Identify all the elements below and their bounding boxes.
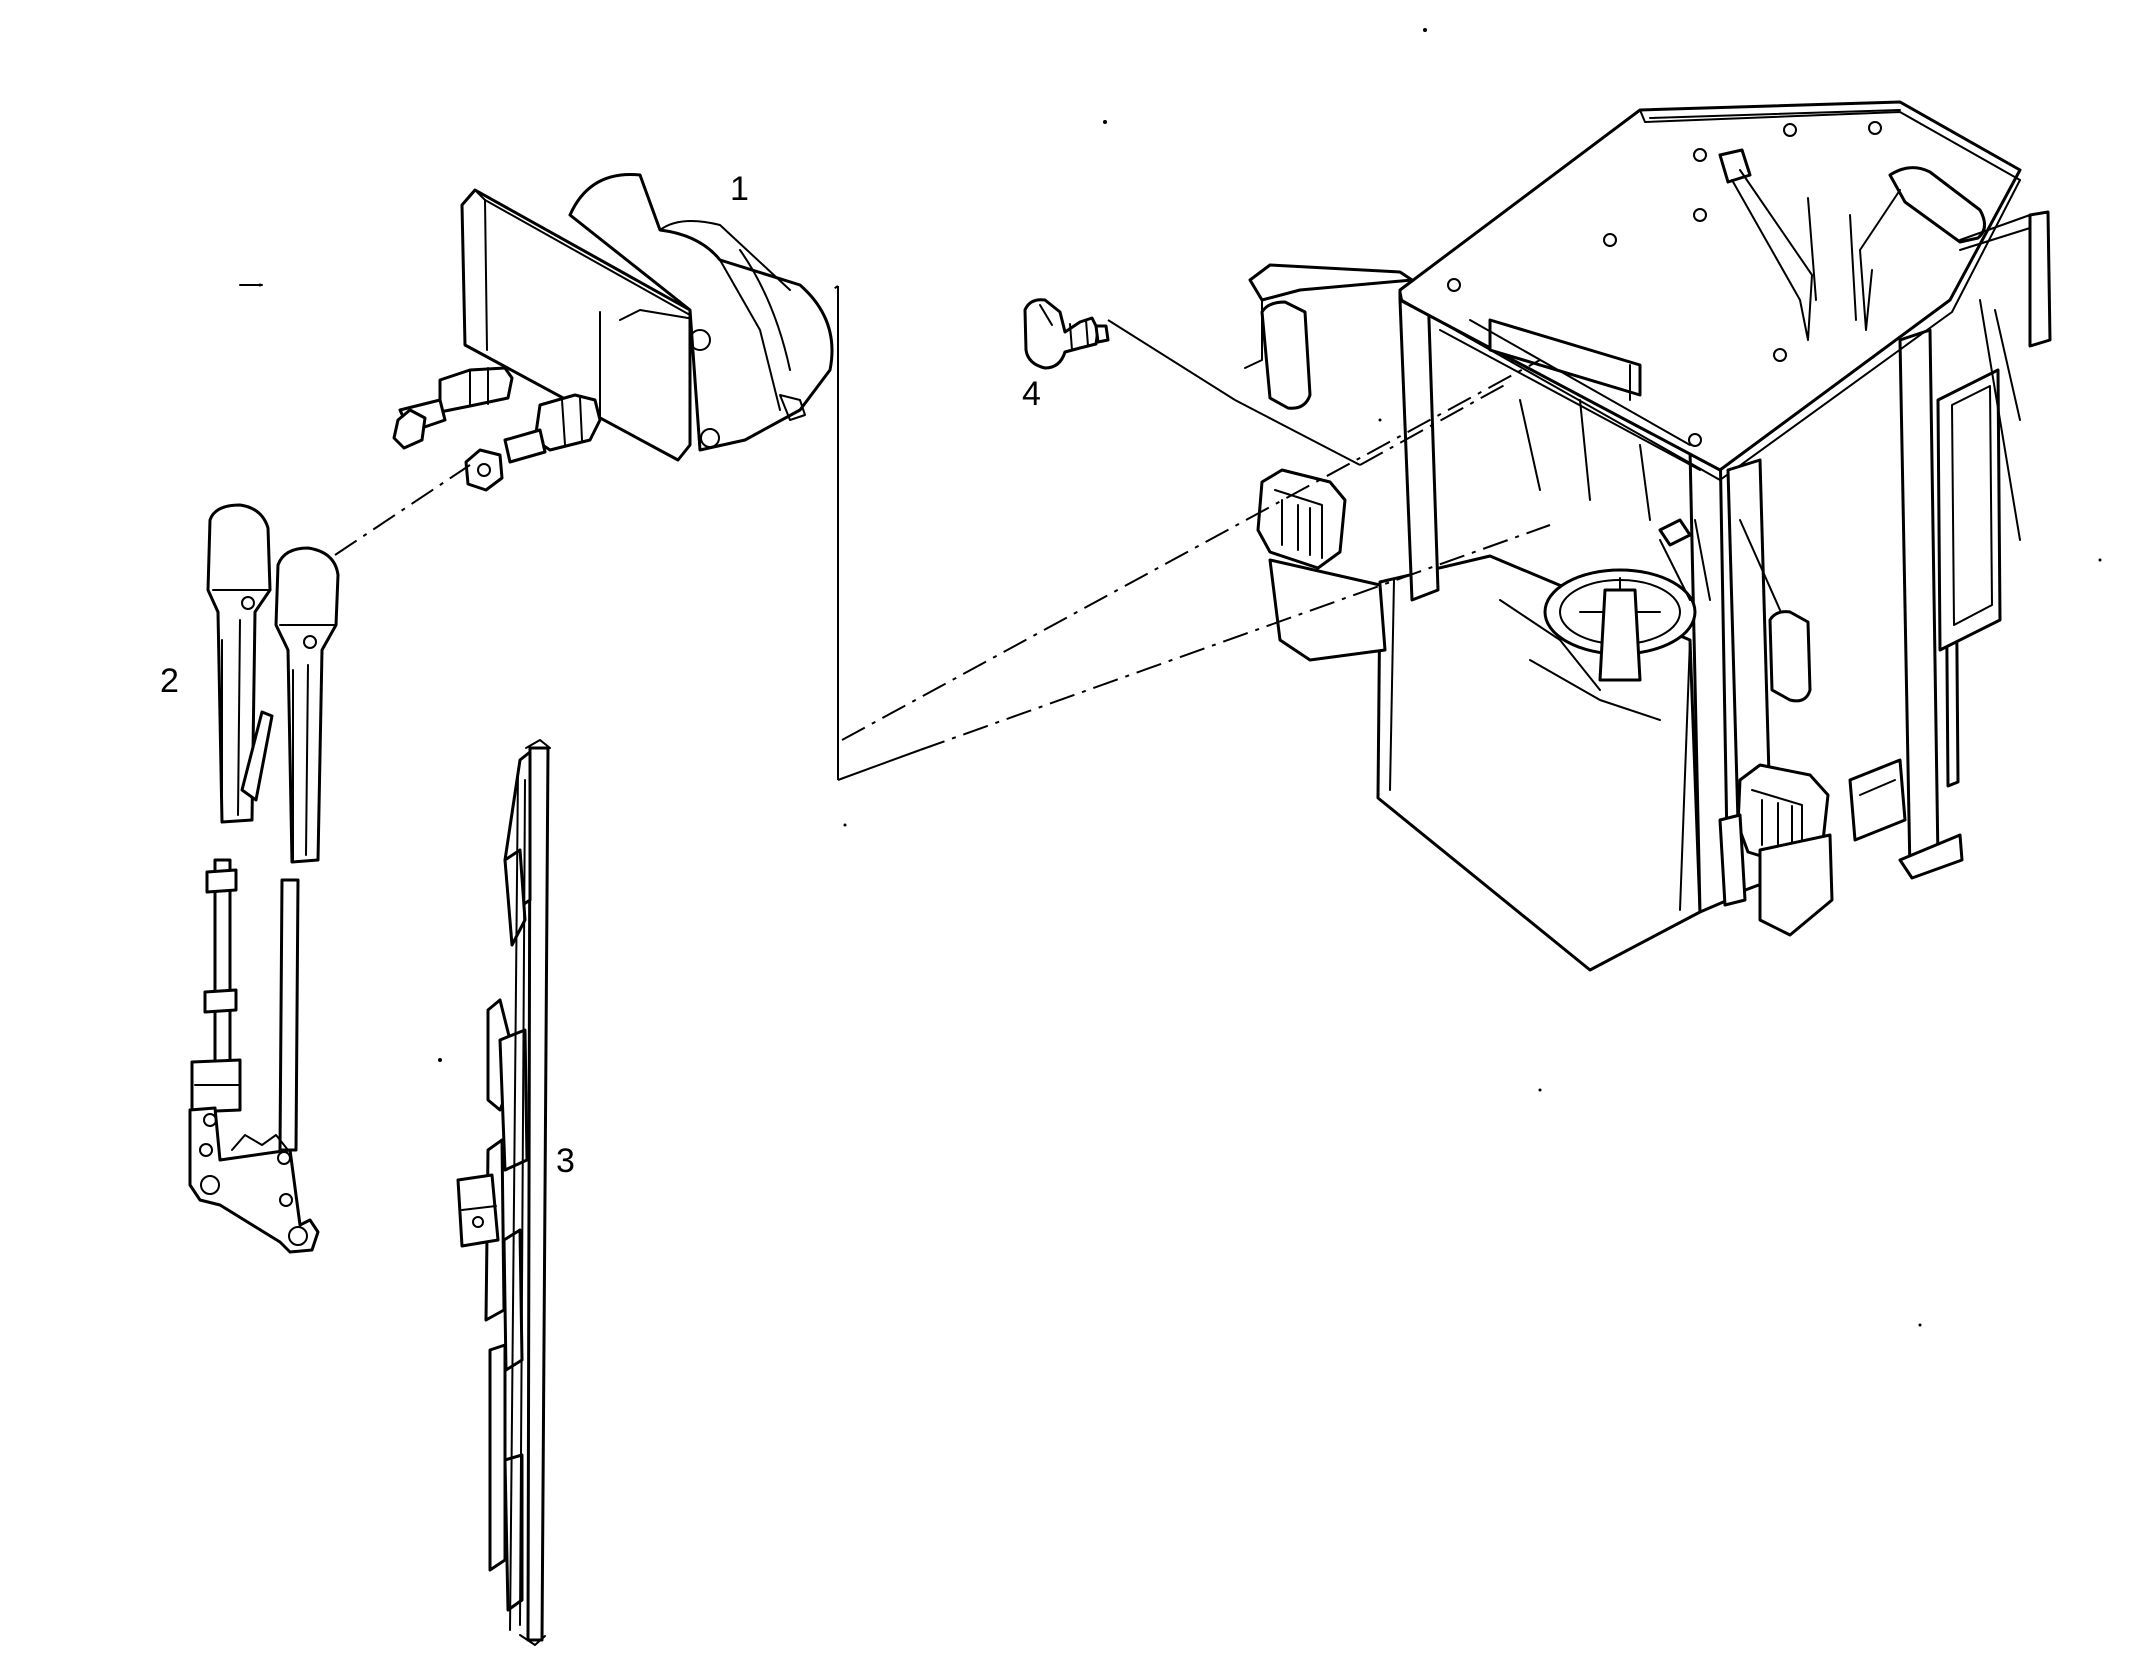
callout-labels: 1 2 3 4 (160, 170, 1041, 1180)
callout-3: 3 (556, 1142, 575, 1180)
scan-specks (239, 28, 2102, 1327)
wiper-motor-part-1 (392, 173, 834, 492)
callout-2: 2 (160, 662, 179, 700)
callout-1: 1 (730, 170, 749, 208)
operator-cab-assembly (1244, 100, 2052, 972)
callout-4: 4 (1022, 375, 1041, 413)
wiper-arm-assembly-part-2 (188, 503, 340, 1254)
washer-nozzle-part-4 (1023, 298, 1110, 370)
wiper-blade-part-3 (456, 739, 551, 1646)
leader-lines (334, 284, 1551, 781)
